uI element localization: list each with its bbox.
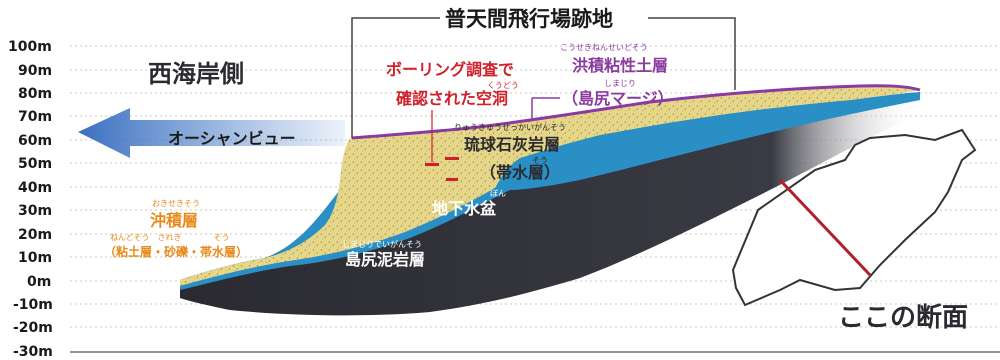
tick-40m: 40m: [18, 180, 52, 196]
tick-minus30m: -30m: [13, 344, 53, 360]
west-arrow-icon: [78, 108, 345, 158]
tick-10m: 10m: [18, 250, 52, 266]
clay-ruby2: しまじり: [604, 79, 636, 88]
limestone-ruby: りゅうきゅうせっかいがんそう: [454, 122, 566, 132]
alluvium-ruby2: ねんどそう されき そう: [110, 233, 230, 242]
sand-layer: [180, 86, 920, 286]
tick-80m: 80m: [18, 86, 52, 102]
tick-minus20m: -20m: [13, 320, 53, 336]
tick-60m: 60m: [18, 133, 52, 149]
tick-minus10m: -10m: [13, 297, 53, 313]
site-title: 普天間飛行場跡地: [445, 7, 613, 31]
basin-label: 地下水盆: [432, 199, 497, 218]
cave-markers: [425, 157, 459, 181]
y-axis: 100m 90m 80m 70m 60m 50m 40m 30m 20m 10m…: [8, 39, 53, 360]
cave-label-line1: ボーリング調査で: [386, 60, 514, 79]
mudstone-label: 島尻泥岩層: [345, 250, 425, 269]
mudstone-ruby: しまじりでいがんそう: [342, 239, 422, 249]
alluvium-sublabel: （粘土層・砂礫・帯水層）: [104, 244, 248, 259]
basin-ruby: ぼん: [490, 189, 506, 198]
marge-label: （島尻マージ）: [562, 89, 674, 108]
section-label: ここの断面: [838, 302, 968, 333]
tick-0m: 0m: [27, 274, 51, 290]
tick-50m: 50m: [18, 156, 52, 172]
aquifer-label: （帯水層）: [480, 163, 560, 182]
alluvium-label: 沖積層: [150, 211, 198, 230]
tick-100m: 100m: [8, 39, 52, 55]
site-bracket: [351, 17, 736, 138]
ocean-view-label: オーシャンビュー: [168, 129, 296, 148]
west-coast-label: 西海岸側: [148, 60, 244, 88]
clay-ruby: こうせきねんせいどそう: [560, 43, 648, 52]
tick-70m: 70m: [18, 109, 52, 125]
site-outline-map: [731, 128, 977, 307]
tick-30m: 30m: [18, 203, 52, 219]
limestone-ruby2: そう: [532, 156, 548, 165]
cave-ruby: くうどう: [487, 81, 519, 90]
section-line: [778, 178, 872, 277]
geology-layers: [180, 84, 921, 316]
marge-surface-line: [351, 84, 921, 140]
cave-label-line2: 確認された空洞: [396, 89, 508, 108]
alluvium-ruby: おきせきそう: [152, 199, 200, 208]
mudstone-layer: [180, 92, 920, 316]
tick-20m: 20m: [18, 227, 52, 243]
tick-90m: 90m: [18, 63, 52, 79]
limestone-label: 琉球石灰岩層: [464, 135, 560, 154]
clay-label: 洪積粘性土層: [572, 56, 668, 75]
